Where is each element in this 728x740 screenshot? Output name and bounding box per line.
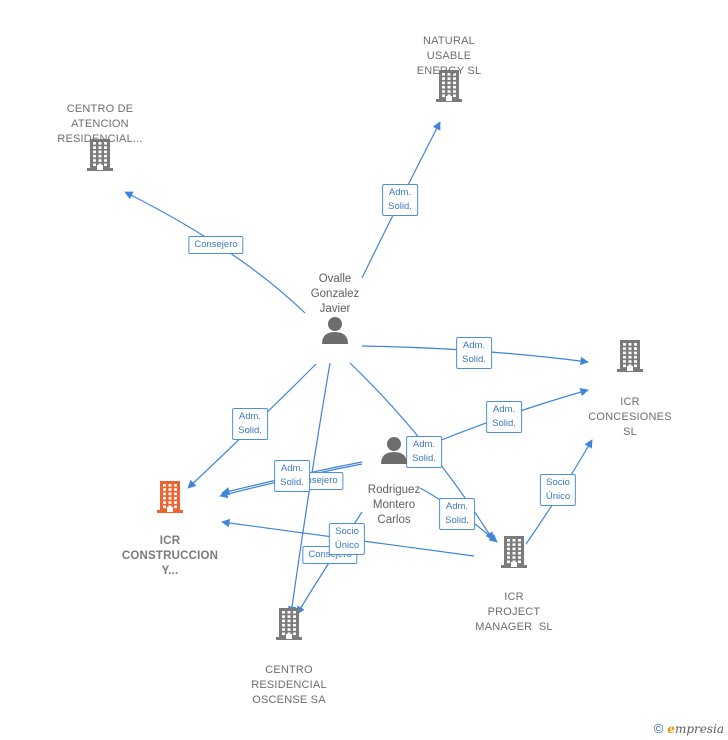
node-label-icr-concesiones[interactable]: ICR CONCESIONES SL bbox=[588, 396, 672, 438]
edge-label[interactable]: Adm. Solid. bbox=[274, 460, 310, 492]
building-icon[interactable] bbox=[499, 535, 529, 574]
empresia-logo[interactable]: empresia bbox=[667, 721, 724, 736]
edge-label[interactable]: Adm. Solid. bbox=[439, 498, 475, 530]
node-label-centro-atencion[interactable]: CENTRO DE ATENCION RESIDENCIAL... bbox=[57, 103, 143, 145]
node-label-natural-usable[interactable]: NATURAL USABLE ENERGY SL bbox=[416, 35, 482, 77]
edge-label[interactable]: Adm. Solid. bbox=[406, 436, 442, 468]
edge-label[interactable]: Adm. Solid. bbox=[382, 184, 418, 216]
building-icon[interactable] bbox=[155, 480, 185, 519]
node-label-ovalle[interactable]: Ovalle Gonzalez Javier bbox=[310, 273, 360, 315]
node-label-icr-project[interactable]: ICR PROJECT MANAGER SL bbox=[475, 591, 553, 633]
building-icon[interactable] bbox=[85, 138, 115, 177]
node-label-centro-residencial[interactable]: CENTRO RESIDENCIAL OSCENSE SA bbox=[251, 664, 327, 706]
copyright-icon: © bbox=[653, 721, 664, 736]
building-icon[interactable] bbox=[434, 69, 464, 108]
edge-label[interactable]: Adm. Solid. bbox=[232, 408, 268, 440]
node-label-rodriguez[interactable]: Rodriguez Montero Carlos bbox=[367, 484, 421, 526]
person-icon[interactable] bbox=[379, 435, 409, 470]
building-icon[interactable] bbox=[615, 339, 645, 378]
edge-label[interactable]: Consejero bbox=[188, 236, 244, 254]
edge-label[interactable]: Adm. Solid. bbox=[486, 401, 522, 433]
building-icon[interactable] bbox=[274, 607, 304, 646]
edge-label[interactable]: Socio Único bbox=[539, 474, 577, 506]
edge-label[interactable]: Socio Único bbox=[328, 523, 366, 555]
person-icon[interactable] bbox=[320, 315, 350, 350]
node-label-icr-construccion[interactable]: ICR CONSTRUCCION Y... bbox=[121, 535, 219, 577]
brand-footer: © empresia bbox=[654, 721, 724, 736]
edge-label[interactable]: Adm. Solid. bbox=[456, 337, 492, 369]
